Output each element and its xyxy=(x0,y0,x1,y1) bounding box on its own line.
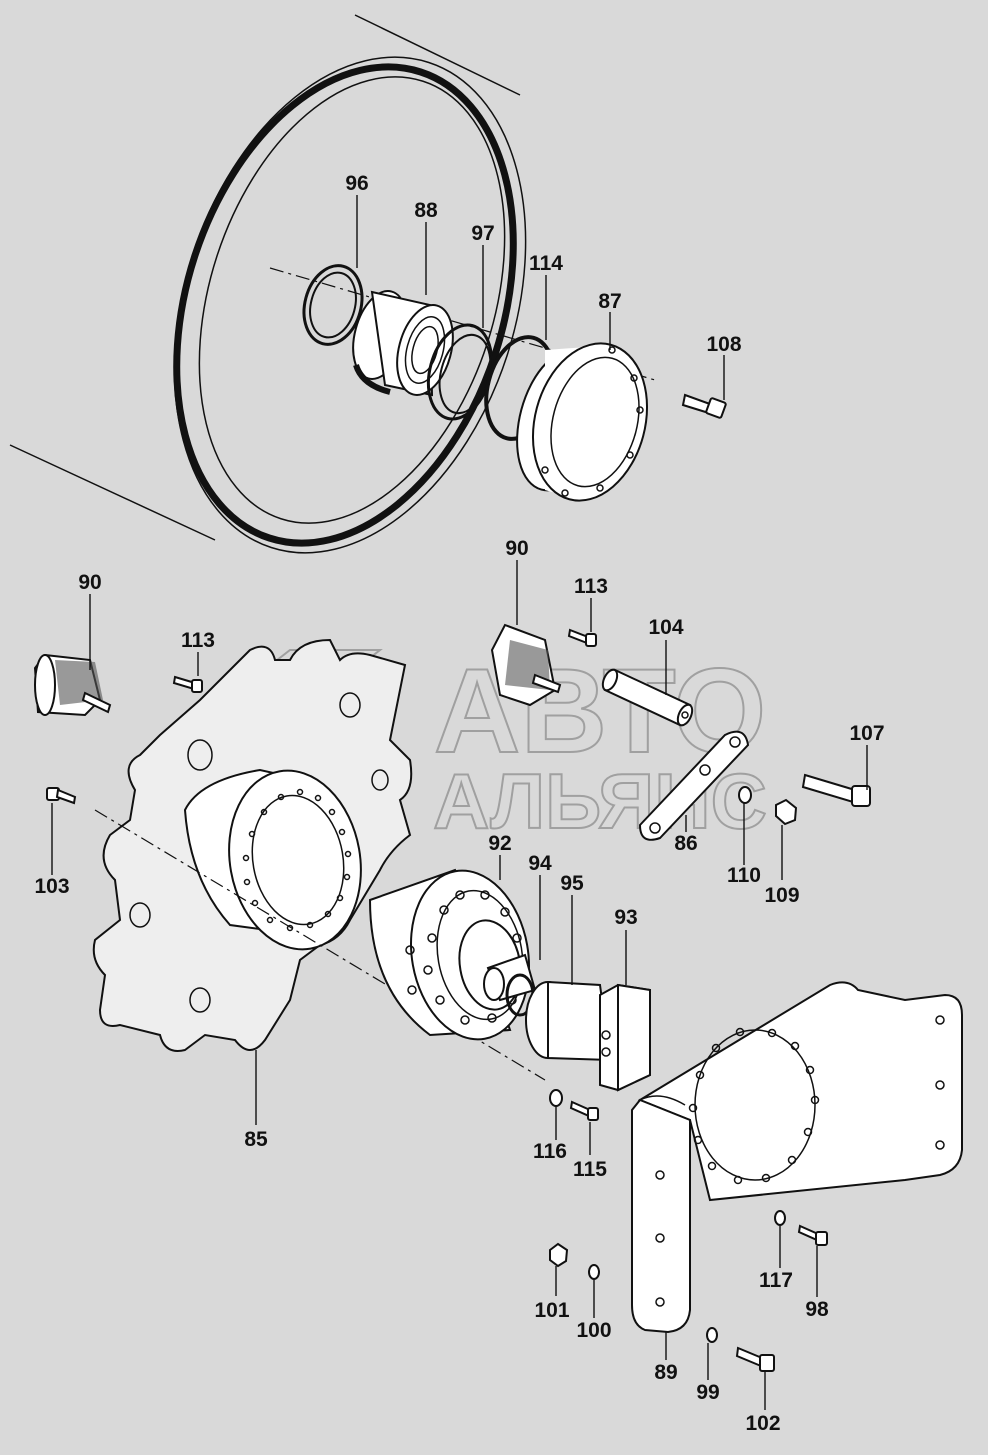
leader-lines xyxy=(51,195,868,1410)
callout-88: 88 xyxy=(414,199,438,222)
callout-97: 97 xyxy=(471,222,494,245)
washer-117 xyxy=(774,1210,786,1226)
drum xyxy=(9,14,527,554)
bolt-98 xyxy=(797,1224,828,1246)
bracket-89 xyxy=(631,981,963,1334)
callout-101: 101 xyxy=(534,1299,569,1322)
callout-85: 85 xyxy=(244,1128,268,1151)
bolt-108 xyxy=(681,393,727,419)
bolt-113-left xyxy=(172,675,203,693)
callout-92: 92 xyxy=(488,832,511,855)
callout-90-right: 90 xyxy=(505,537,528,560)
gear-housing-92 xyxy=(368,868,530,1041)
callout-115: 115 xyxy=(573,1158,607,1181)
callout-95: 95 xyxy=(560,872,584,895)
callout-107: 107 xyxy=(849,722,884,745)
bearing-88 xyxy=(352,290,454,397)
callout-109: 109 xyxy=(764,884,799,907)
bolt-103 xyxy=(46,787,77,805)
callout-114: 114 xyxy=(529,252,563,275)
watermark: АВТО АЛЬЯНС xyxy=(172,643,768,846)
washer-110 xyxy=(738,786,752,804)
callout-117: 117 xyxy=(759,1269,793,1292)
callout-labels: 96 88 97 114 87 108 90 113 90 113 104 10… xyxy=(34,172,884,1435)
callout-87: 87 xyxy=(598,290,621,313)
washer-100 xyxy=(588,1264,600,1280)
washer-116 xyxy=(549,1089,563,1107)
callout-94: 94 xyxy=(528,852,552,875)
bolt-107 xyxy=(801,773,871,807)
callout-110: 110 xyxy=(727,864,761,887)
callout-100: 100 xyxy=(576,1319,611,1342)
callout-86: 86 xyxy=(674,832,697,855)
callout-104: 104 xyxy=(648,616,683,639)
callout-113-right: 113 xyxy=(574,575,608,598)
flange-cover-87 xyxy=(516,342,649,502)
hydraulic-motor-93 xyxy=(525,980,651,1092)
callout-108: 108 xyxy=(706,333,741,356)
bolt-115 xyxy=(569,1100,599,1121)
mount-90-right xyxy=(490,623,562,707)
nut-109 xyxy=(775,798,798,826)
callout-113-left: 113 xyxy=(181,629,215,652)
sprocket-hub xyxy=(183,768,362,951)
callout-102: 102 xyxy=(745,1412,780,1435)
mount-90-left xyxy=(33,653,112,717)
nut-101 xyxy=(549,1242,569,1268)
callout-116: 116 xyxy=(533,1140,567,1163)
bolt-113-right xyxy=(567,628,597,647)
callout-89: 89 xyxy=(654,1361,677,1384)
callout-90-left: 90 xyxy=(78,571,101,594)
bolt-102 xyxy=(735,1346,775,1372)
link-plate-86 xyxy=(638,730,750,841)
callout-96: 96 xyxy=(345,172,368,195)
callout-103: 103 xyxy=(34,875,69,898)
snap-ring-96 xyxy=(302,264,364,346)
washer-99 xyxy=(706,1327,718,1343)
pin-104 xyxy=(601,668,694,727)
callout-98: 98 xyxy=(805,1298,829,1321)
callout-99: 99 xyxy=(696,1381,719,1404)
callout-93: 93 xyxy=(614,906,637,929)
